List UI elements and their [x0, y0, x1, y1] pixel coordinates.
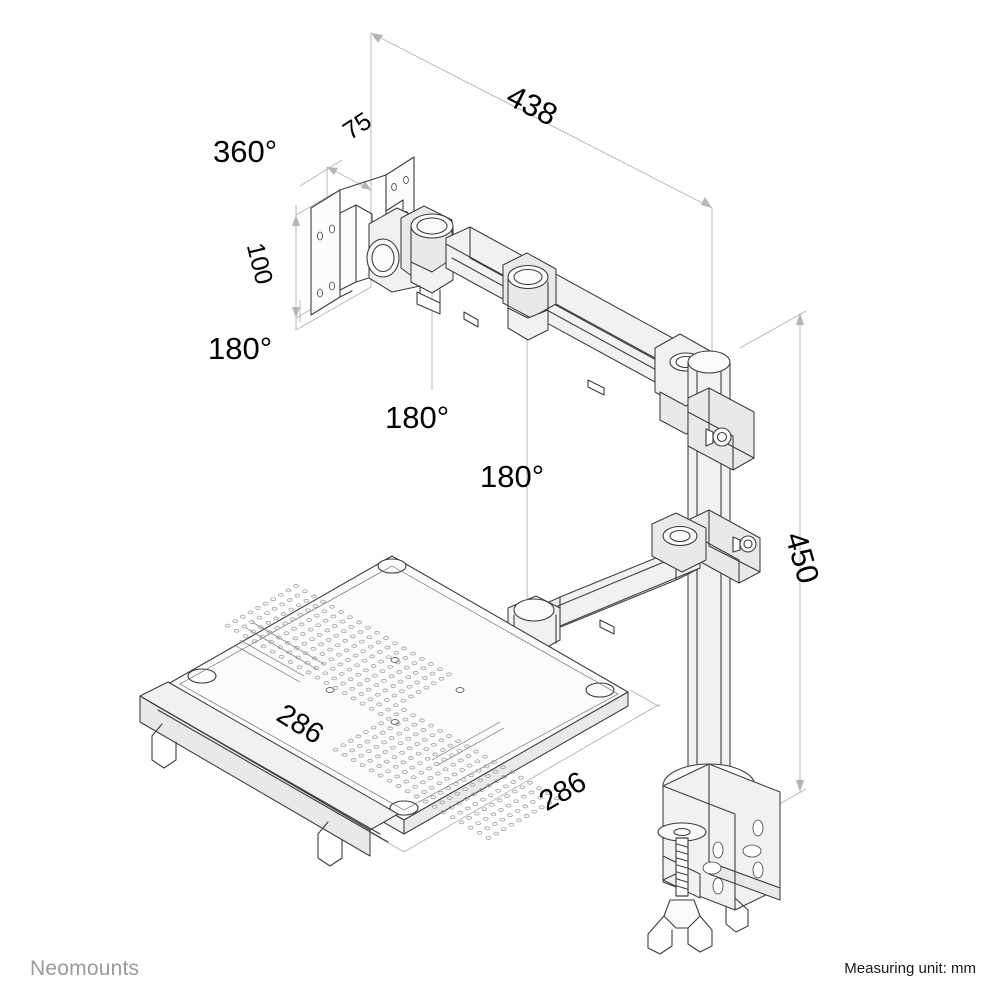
desk-clamp — [647, 763, 781, 955]
brand-label: Neomounts — [30, 957, 140, 980]
dimension-label-rotation-180-c: 180° — [480, 459, 545, 494]
tray-lip — [139, 681, 399, 867]
lower-arm — [507, 512, 707, 654]
dimension-label-rotation-180-a: 180° — [208, 331, 273, 366]
vent-grid-lower — [332, 708, 560, 840]
upper-arm — [445, 226, 713, 435]
dimension-label-rotation-180-b: 180° — [385, 400, 450, 435]
measuring-unit-note: Measuring unit: mm — [844, 960, 976, 977]
pole-collar-upper — [687, 387, 755, 471]
vent-grid-upper — [224, 584, 452, 716]
pole — [687, 350, 731, 837]
dimension-label-rotation-360: 360° — [213, 134, 278, 169]
tilt-joint — [366, 205, 454, 315]
